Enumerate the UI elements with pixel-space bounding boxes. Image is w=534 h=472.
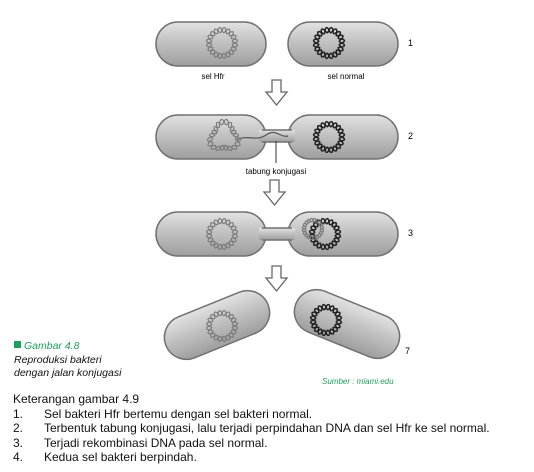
step-number-3: 3 <box>408 228 413 238</box>
figure-description-line1: Reproduksi bakteri <box>14 354 102 366</box>
down-arrow-icon <box>264 79 289 107</box>
step-2-cells <box>155 114 399 160</box>
legend-item-number: 2. <box>13 421 24 436</box>
step-number-4: 7 <box>405 346 410 356</box>
dna-strand <box>206 218 238 250</box>
conjugation-diagram: sel Hfr sel normal 1 tabung konjugasi 2 … <box>155 21 413 361</box>
figure-caption: Gambar 4.8 Reproduksi bakteri dengan jal… <box>14 336 150 380</box>
dna-strand <box>312 26 346 60</box>
figure-source: Sumber : miami.edu <box>322 377 394 386</box>
step-number-2: 2 <box>408 131 413 141</box>
dna-normal-step3 <box>308 217 342 251</box>
legend-item-text: Terbentuk tabung konjugasi, lalu terjadi… <box>44 421 490 436</box>
legend-item: 1. Sel bakteri Hfr bertemu dengan sel ba… <box>13 407 528 422</box>
dna-strand <box>206 310 238 342</box>
dna-strand <box>312 120 346 154</box>
label-hfr-cell: sel Hfr <box>201 72 224 81</box>
conjugation-tube-step3 <box>259 228 295 240</box>
legend-item-number: 1. <box>13 406 24 421</box>
step-4-cells <box>163 288 401 361</box>
dna-normal-step1 <box>312 26 346 60</box>
legend-item: 2. Terbentuk tabung konjugasi, lalu terj… <box>13 421 528 436</box>
dna-hfr-step2 <box>206 118 242 152</box>
dna-hfr-step1 <box>206 27 238 59</box>
label-normal-cell: sel normal <box>328 72 365 81</box>
step-1-cells <box>155 21 399 67</box>
legend-item-text: Sel bakteri Hfr bertemu dengan sel bakte… <box>44 406 313 421</box>
down-arrow-icon <box>264 265 289 293</box>
legend-item: 4. Kedua sel bakteri berpindah. <box>13 450 528 465</box>
legend-item-text: Terjadi rekombinasi DNA pada sel normal. <box>44 435 268 450</box>
dna-strand <box>301 217 325 241</box>
down-arrow-icon <box>262 179 287 207</box>
green-square-icon <box>14 341 21 348</box>
legend-item-text: Kedua sel bakteri berpindah. <box>44 450 197 465</box>
dna-strand <box>206 27 238 59</box>
dna-hfr-step3 <box>206 218 238 250</box>
dna-normal-step2 <box>312 120 346 154</box>
hfr-cell-step4 <box>163 289 271 361</box>
conjugation-tube-step2 <box>259 130 295 142</box>
legend-title: Keterangan gambar 4.9 <box>13 392 140 406</box>
dna-recombined-segment <box>301 217 325 241</box>
dna-hfr-step4 <box>206 310 238 342</box>
figure-description-line2: dengan jalan konjugasi <box>14 367 122 379</box>
legend-item-number: 3. <box>13 435 24 450</box>
dna-strand <box>308 217 342 251</box>
normal-cell-step4 <box>293 288 401 360</box>
figure-title: Gambar 4.8 <box>24 340 80 352</box>
legend: Keterangan gambar 4.9 1. Sel bakteri Hfr… <box>13 392 528 465</box>
hfr-cell-step3 <box>155 211 267 257</box>
legend-item: 3. Terjadi rekombinasi DNA pada sel norm… <box>13 436 528 451</box>
legend-item-number: 4. <box>13 450 24 465</box>
label-conjugation-tube: tabung konjugasi <box>246 167 307 176</box>
dna-strand <box>309 303 343 337</box>
dna-strand <box>206 118 241 152</box>
step-number-1: 1 <box>408 38 413 48</box>
dna-transfer-strand <box>235 131 289 141</box>
step-3-cells <box>155 211 399 257</box>
dna-normal-step4 <box>309 303 343 337</box>
